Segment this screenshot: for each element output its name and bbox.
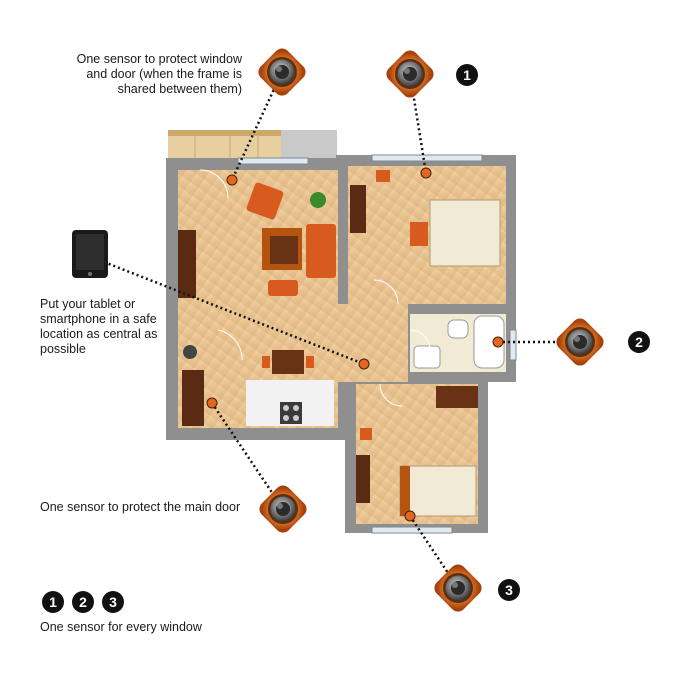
annotation-tablet: Put your tablet or smartphone in a safe … — [40, 297, 158, 356]
legend-badge-two: 2 — [72, 591, 94, 613]
sensor-icon — [256, 482, 310, 536]
windows — [237, 154, 517, 534]
living-room-furniture — [178, 182, 336, 298]
plant-icon — [310, 192, 326, 208]
badge-one: 1 — [456, 64, 478, 86]
hallway-floor — [338, 304, 408, 382]
dot-window-door — [226, 174, 238, 186]
balcony — [168, 130, 337, 160]
sensor-icon — [431, 561, 485, 615]
dot-main-door — [206, 397, 218, 409]
kitchen — [246, 380, 334, 426]
dot-window-3 — [404, 510, 416, 522]
annotation-main-door: One sensor to protect the main door — [40, 500, 241, 514]
badge-three: 3 — [498, 579, 520, 601]
sensor-icon — [553, 315, 607, 369]
badge-two: 2 — [628, 331, 650, 353]
sensor-icon — [383, 47, 437, 101]
connector-tablet — [103, 260, 365, 366]
annotation-every-window: One sensor for every window — [40, 620, 202, 634]
legend-badge-one: 1 — [42, 591, 64, 613]
dot-tablet — [358, 358, 370, 370]
legend-badge-three: 3 — [102, 591, 124, 613]
dot-window-1 — [420, 167, 432, 179]
tablet-icon — [72, 230, 108, 278]
bedroom-2-furniture — [356, 386, 478, 517]
bedroom-1-furniture — [350, 170, 501, 267]
dining-furniture — [262, 350, 314, 374]
dot-window-2 — [492, 336, 504, 348]
bathroom-floor — [410, 314, 506, 372]
hall-storage — [182, 345, 204, 426]
sensor-icon — [255, 45, 309, 99]
annotation-window-door: One sensor to protect window and door (w… — [76, 52, 242, 96]
sensor-dots — [206, 167, 504, 522]
doors — [199, 169, 431, 407]
connector-main-door — [210, 402, 285, 510]
